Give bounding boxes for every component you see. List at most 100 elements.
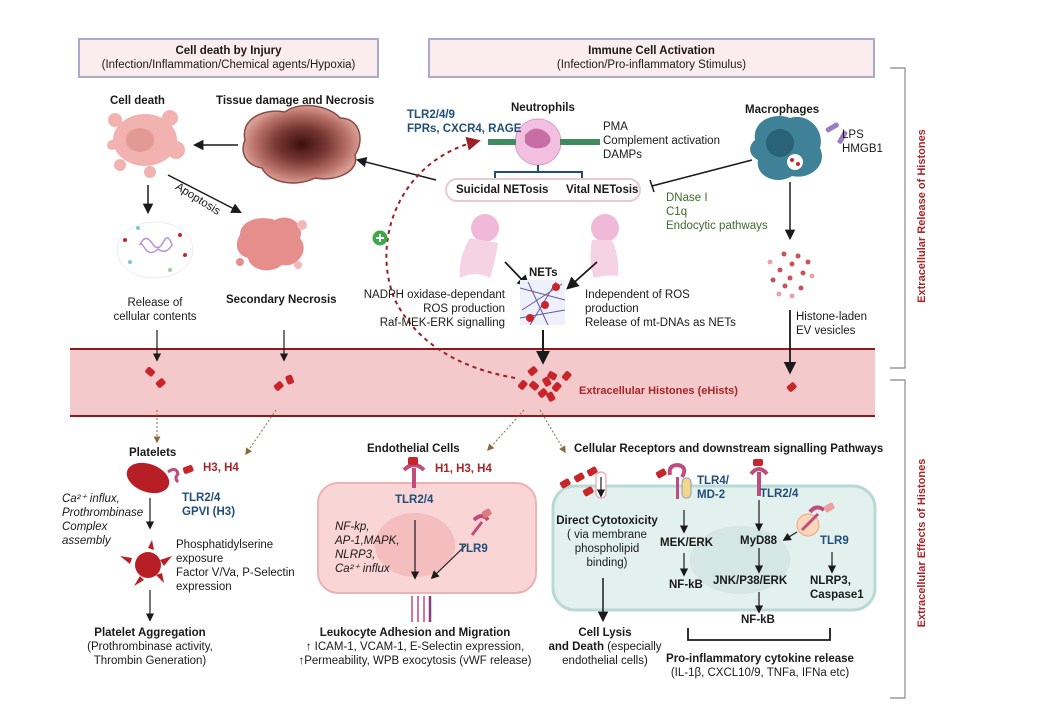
receptors-line-1: TLR2/4/9 — [407, 109, 455, 121]
histone-group — [145, 366, 797, 402]
label-extracellular-histones: Extracellular Histones (eHists) — [579, 385, 738, 397]
direct-cytotoxicity-block: Direct Cytotoxicity ( via membrane phosp… — [552, 514, 662, 570]
stimulus-pma: PMA — [603, 121, 628, 133]
endo-pathway-4: Ca²⁺ influx — [335, 563, 390, 575]
direct-line-1: ( via membrane — [567, 529, 647, 541]
platelet-receptor-1: TLR2/4 — [182, 492, 221, 504]
platelet-illustration — [126, 462, 194, 494]
cell-lysis-block: Cell Lysis and Death (especially endothe… — [545, 626, 665, 668]
platelet-effect-2: exposure — [176, 553, 224, 565]
label-nets: NETs — [529, 267, 558, 279]
label-endothelial-cells: Endothelial Cells — [367, 443, 460, 455]
platelet-side-note: Ca²⁺ influx, Prothrombinase Complex asse… — [62, 492, 143, 548]
release-line-1: Release of — [127, 297, 183, 309]
direct-title: Direct Cytotoxicity — [556, 515, 658, 527]
suicidal-mechanism-list: NADPH oxidase-dependant ROS production R… — [355, 288, 505, 330]
bracket-release — [890, 67, 906, 369]
header-injury-title: Cell death by Injury — [175, 45, 282, 57]
side-label-release: Extracellular Release of Histones — [916, 129, 928, 303]
platelet-effect-3: Factor V/Va, P-Selectin — [176, 567, 295, 579]
header-immune-title: Immune Cell Activation — [588, 45, 715, 57]
histones-direct-cytotoxicity — [559, 466, 598, 497]
stimulus-complement: Complement activation — [603, 135, 720, 147]
side-label-effects: Extracellular Effects of Histones — [916, 458, 928, 628]
vital-mech-2: production — [585, 303, 639, 315]
activated-platelet-illustration — [120, 540, 172, 586]
platelet-effects-list: Phosphatidylserine exposure Factor V/Va,… — [176, 538, 295, 594]
suicidal-mech-3: Raf-MEK-ERK signalling — [379, 317, 505, 329]
suicidal-mech-1: NADPH oxidase-dependant — [363, 289, 505, 301]
platelet-receptor-2: GPVI (H3) — [182, 506, 236, 518]
side-note-2: Prothrombinase — [62, 507, 144, 519]
caspase-line: Caspase1 — [810, 589, 864, 601]
ev-line-1: Histone-laden — [796, 311, 867, 323]
inhibitor-endocytic: Endocytic pathways — [666, 220, 768, 232]
label-platelet-histones: H3, H4 — [203, 462, 239, 474]
side-note-4: assembly — [62, 535, 111, 547]
tlr4-line: TLR4/ — [697, 475, 729, 487]
cytokine-release-block: Pro-inflammatory cytokine release (IL-1β… — [665, 652, 855, 680]
direct-line-2: phospholipid — [574, 543, 640, 555]
lysis-line-3: endothelial cells) — [562, 655, 648, 667]
tlr24-receptor-endothelial — [402, 457, 426, 488]
label-ev-vesicles: Histone-laden EV vesicles — [796, 310, 867, 338]
endothelial-outcome-title: Leukocyte Adhesion and Migration — [319, 627, 511, 639]
endothelial-outcome-line-2: ↑Permeability, WPB exocytosis (vWF relea… — [298, 655, 532, 667]
lysis-line-2-bold: and Death — [548, 641, 605, 653]
label-endothelial-tlr24: TLR2/4 — [395, 494, 434, 506]
tlr4-md2-receptor — [655, 462, 692, 499]
label-myd88: MyD88 — [740, 535, 778, 547]
label-signalling-title: Cellular Receptors and downstream signal… — [574, 443, 884, 455]
stimulus-damps: DAMPs — [603, 149, 642, 161]
header-cell-death-by-injury: Cell death by Injury (Infection/Inflamma… — [78, 38, 379, 78]
stimulus-hmgb1: HMGB1 — [842, 143, 883, 155]
receptors-line-2: FPRs, CXCR4, RAGE — [407, 123, 522, 135]
platelet-outcome-line-1: (Prothrombinase activity, — [87, 641, 213, 653]
extracellular-band — [70, 349, 875, 416]
label-endothelial-tlr9: TLR9 — [459, 543, 488, 555]
bracket-effects — [890, 379, 906, 699]
label-signalling-tlr24: TLR2/4 — [760, 488, 799, 500]
label-platelet-receptors: TLR2/4 GPVI (H3) — [182, 491, 235, 519]
label-neutrophil-receptors: TLR2/4/9 FPRs, CXCR4, RAGE — [407, 108, 521, 136]
header-immune-cell-activation: Immune Cell Activation (Infection/Pro-in… — [428, 38, 875, 78]
endo-pathway-2: AP-1,MAPK, — [335, 535, 400, 547]
endo-pathway-1: NF-kp, — [335, 521, 370, 533]
label-jnk-p38-erk: JNK/P38/ERK — [713, 575, 788, 587]
tlr9-receptor-endothelial — [470, 508, 492, 536]
ev-vesicles-illustration — [767, 251, 815, 299]
tlr9-receptor-signalling — [796, 502, 835, 537]
vital-mech-1: Independent of ROS — [585, 289, 690, 301]
neutrophil-illustration — [488, 118, 600, 166]
lysis-line-2-rest: (especially — [604, 641, 662, 653]
adhesion-molecules-illustration — [411, 596, 432, 622]
neutrophil-stimuli-list: PMA Complement activation DAMPs — [603, 120, 720, 162]
label-nfkb-2: NF-kB — [741, 614, 775, 626]
tlr24-receptor-signalling — [749, 459, 769, 496]
suicidal-netosis-cell — [459, 214, 499, 278]
macrophage-stimuli-list: LPS HMGB1 — [842, 128, 883, 156]
netosis-box — [445, 178, 641, 202]
md2-line: MD-2 — [697, 489, 726, 501]
label-tissue-damage: Tissue damage and Necrosis — [216, 95, 375, 107]
label-mek-erk: MEK/ERK — [660, 537, 714, 549]
label-nlrp3-caspase: NLRP3, Caspase1 — [810, 574, 864, 602]
label-macrophages: Macrophages — [745, 104, 820, 116]
macrophage-illustration — [750, 116, 848, 181]
label-nfkb-1: NF-kB — [669, 579, 703, 591]
platelet-effect-4: expression — [176, 581, 232, 593]
stimulus-lps: LPS — [842, 129, 864, 141]
platelet-outcome: Platelet Aggregation (Prothrombinase act… — [80, 626, 220, 668]
positive-feedback-dashed-arrow — [385, 136, 516, 379]
inhibitor-dnase: DNase I — [666, 192, 708, 204]
vital-mechanism-list: Independent of ROS production Release of… — [585, 288, 736, 330]
label-suicidal-netosis: Suicidal NETosis — [456, 184, 549, 196]
ev-line-2: EV vesicles — [796, 325, 856, 337]
platelet-effect-1: Phosphatidylserine — [176, 539, 274, 551]
nlrp3-line: NLRP3, — [810, 575, 851, 587]
label-tlr4-md2: TLR4/ MD-2 — [697, 474, 729, 502]
release-line-2: cellular contents — [113, 311, 197, 323]
label-signalling-tlr9: TLR9 — [820, 535, 849, 547]
vital-mech-3: Release of mt-DNAs as NETs — [585, 317, 736, 329]
endothelial-pathways-list: NF-kp, AP-1,MAPK, NLRP3, Ca²⁺ influx — [335, 520, 400, 576]
